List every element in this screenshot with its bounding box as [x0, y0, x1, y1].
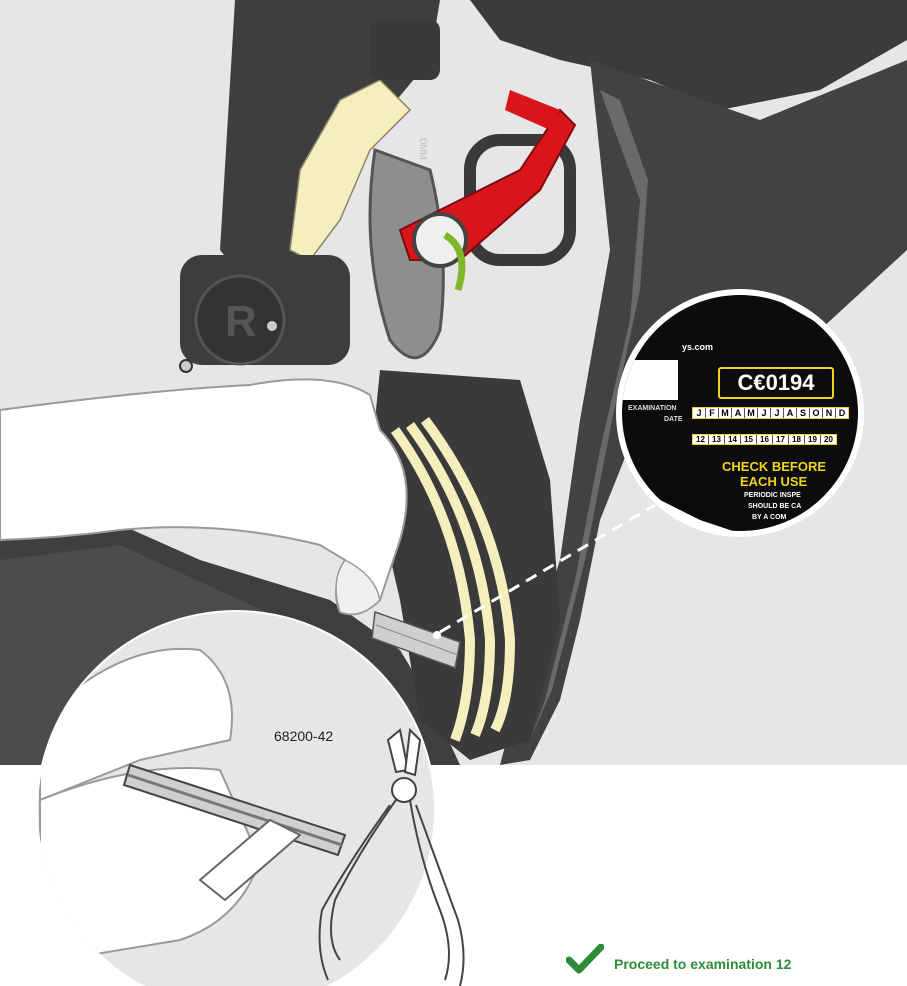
footer-instruction: Proceed to examination 12 [566, 944, 791, 974]
check-icon [566, 944, 604, 974]
part-number: 68200-42 [274, 728, 333, 744]
footer-text: Proceed to examination 12 [614, 956, 791, 972]
